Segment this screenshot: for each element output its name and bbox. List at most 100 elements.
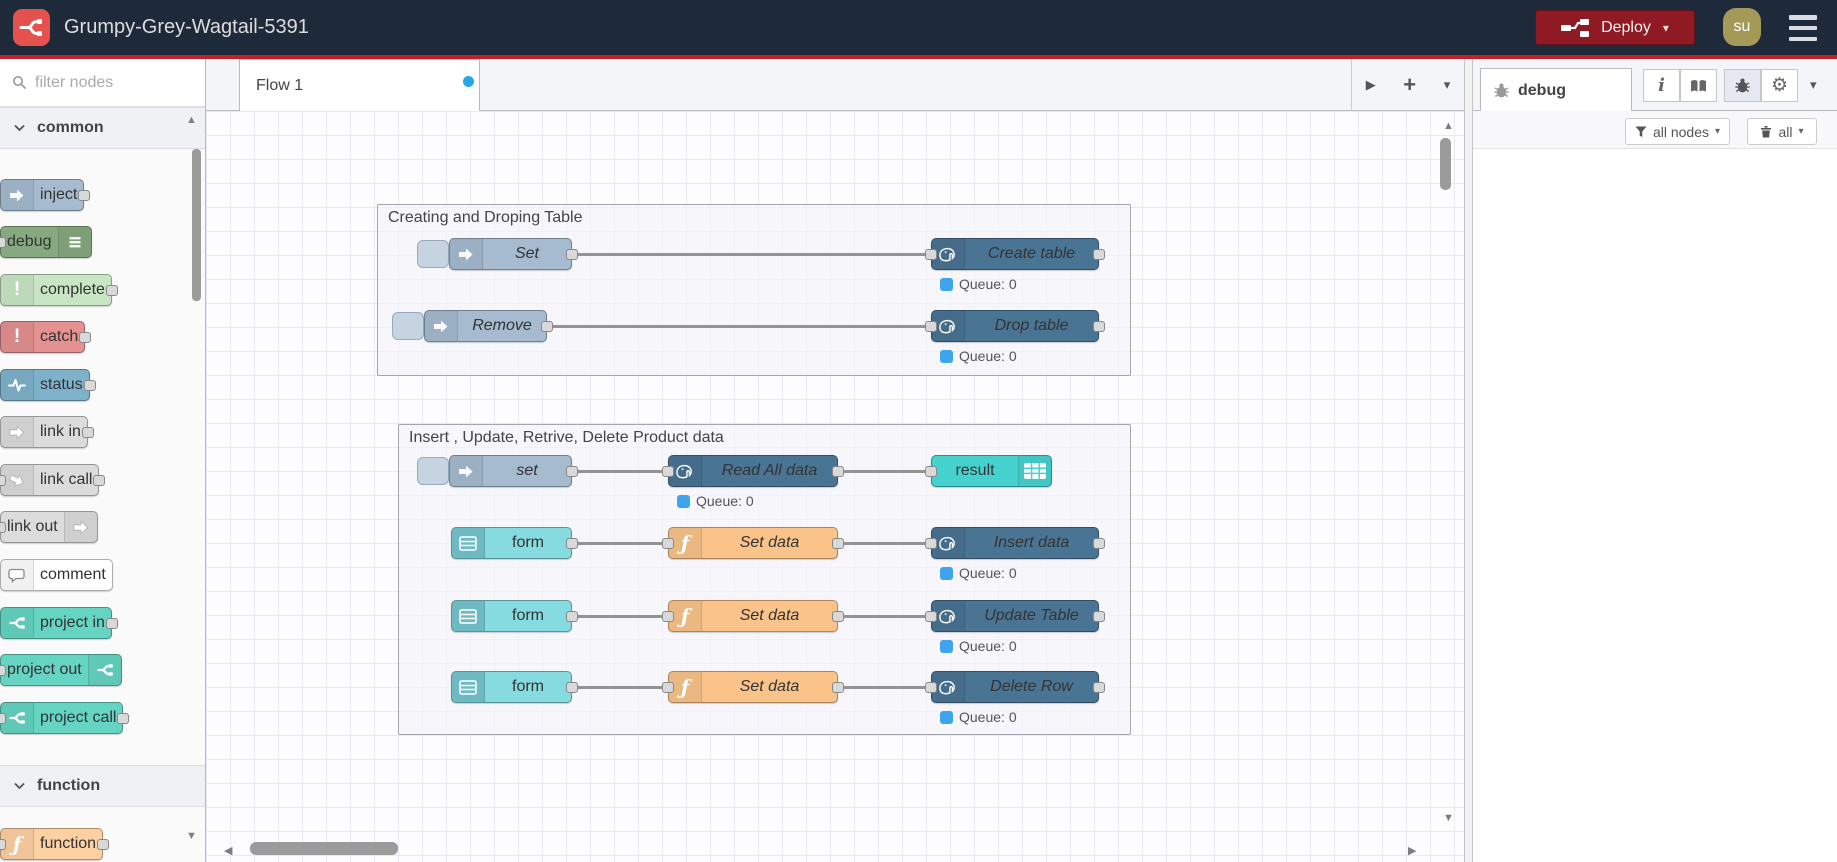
node-inject-set-lower[interactable]: set — [449, 455, 578, 487]
input-port[interactable] — [0, 237, 6, 248]
input-port[interactable] — [925, 611, 937, 622]
input-port[interactable] — [662, 466, 674, 477]
output-port[interactable] — [78, 190, 91, 201]
debug-filter-button[interactable]: all nodes ▾ — [1625, 118, 1730, 145]
palette-node-link-out[interactable]: link out — [0, 511, 98, 543]
main-menu-icon[interactable] — [1789, 15, 1819, 41]
node-postgres-create-table[interactable]: Create table — [925, 238, 1105, 270]
palette-node-link-call[interactable]: link call — [0, 464, 106, 496]
config-tab-button[interactable]: ⚙ — [1761, 69, 1798, 102]
input-port[interactable] — [0, 475, 6, 486]
palette-node-comment[interactable]: comment — [0, 559, 113, 591]
palette-node-project-in[interactable]: project in — [0, 607, 118, 639]
palette-node-link-in[interactable]: link in — [0, 416, 94, 448]
output-port[interactable] — [832, 682, 844, 693]
output-port[interactable] — [83, 380, 96, 391]
canvas-vscrollbar-thumb[interactable] — [1440, 138, 1451, 190]
output-port[interactable] — [93, 475, 106, 486]
info-tab-button[interactable]: i — [1643, 69, 1680, 102]
node-postgres-read-all[interactable]: Read All data — [662, 455, 844, 487]
inject-trigger-button[interactable] — [417, 457, 449, 485]
palette-node-status[interactable]: status — [0, 369, 96, 401]
input-port[interactable] — [0, 713, 6, 724]
wire[interactable] — [826, 614, 941, 618]
palette-node-project-out[interactable]: project out — [0, 654, 122, 686]
palette-scroll-up-icon[interactable]: ▲ — [186, 114, 197, 126]
output-port[interactable] — [832, 538, 844, 549]
canvas-scroll-right-icon[interactable]: ▶ — [1408, 845, 1417, 857]
node-function-set-data[interactable]: ƒ Set data — [662, 600, 844, 632]
palette-node-inject[interactable]: inject — [0, 179, 91, 211]
inject-trigger-button[interactable] — [392, 312, 424, 340]
palette-filter-input[interactable] — [35, 73, 185, 92]
input-port[interactable] — [662, 538, 674, 549]
wire[interactable] — [531, 324, 941, 328]
palette-scroll-down-icon[interactable]: ▼ — [186, 830, 197, 842]
tab-scroll-right-icon[interactable]: ▶ — [1365, 77, 1376, 92]
node-inject-remove[interactable]: Remove — [424, 310, 553, 342]
wire[interactable] — [558, 541, 681, 545]
canvas-scroll-down-icon[interactable]: ▼ — [1443, 812, 1454, 824]
node-inject-set[interactable]: Set — [449, 238, 578, 270]
input-port[interactable] — [925, 321, 937, 332]
user-avatar[interactable]: su — [1723, 8, 1761, 46]
output-port[interactable] — [81, 427, 94, 438]
output-port[interactable] — [1093, 611, 1105, 622]
wire[interactable] — [556, 469, 681, 473]
node-function-set-data[interactable]: ƒ Set data — [662, 527, 844, 559]
output-port[interactable] — [1093, 538, 1105, 549]
sidebar-menu-caret-icon[interactable]: ▾ — [1810, 77, 1817, 92]
wire[interactable] — [556, 252, 941, 256]
flow-list-caret-icon[interactable]: ▾ — [1443, 77, 1451, 92]
inject-trigger-button[interactable] — [417, 240, 449, 268]
output-port[interactable] — [832, 611, 844, 622]
wire[interactable] — [558, 614, 681, 618]
node-postgres-drop-table[interactable]: Drop table — [925, 310, 1105, 342]
output-port[interactable] — [566, 249, 578, 260]
add-flow-button[interactable]: + — [1403, 72, 1417, 97]
palette-node-project-call[interactable]: project call — [0, 702, 130, 734]
canvas-hscrollbar-thumb[interactable] — [250, 842, 398, 855]
palette-scrollbar-thumb[interactable] — [192, 149, 201, 301]
node-postgres-insert[interactable]: Insert data — [925, 527, 1105, 559]
node-ui-table-result[interactable]: result — [925, 455, 1052, 487]
flow-tab[interactable]: Flow 1 — [239, 59, 480, 111]
help-tab-button[interactable] — [1680, 69, 1717, 102]
input-port[interactable] — [662, 682, 674, 693]
deploy-caret-icon[interactable]: ▾ — [1662, 20, 1669, 35]
wire[interactable] — [826, 541, 941, 545]
debug-tab-button[interactable] — [1724, 69, 1761, 102]
canvas-scroll-up-icon[interactable]: ▲ — [1443, 120, 1454, 132]
output-port[interactable] — [566, 682, 578, 693]
input-port[interactable] — [925, 682, 937, 693]
palette-node-complete[interactable]: ! complete — [0, 274, 118, 306]
output-port[interactable] — [566, 538, 578, 549]
output-port[interactable] — [105, 618, 118, 629]
node-ui-form[interactable]: form — [451, 671, 578, 703]
node-postgres-delete[interactable]: Delete Row — [925, 671, 1105, 703]
group-creating-dropping[interactable]: Creating and Droping Table — [377, 204, 1131, 376]
debug-clear-button[interactable]: all ▾ — [1747, 118, 1817, 145]
output-port[interactable] — [566, 466, 578, 477]
sidebar-resize-handle[interactable] — [1464, 59, 1473, 862]
wire[interactable] — [826, 685, 941, 689]
palette-category-function[interactable]: function — [0, 765, 205, 807]
output-port[interactable] — [541, 321, 553, 332]
input-port[interactable] — [0, 522, 6, 533]
node-function-set-data[interactable]: ƒ Set data — [662, 671, 844, 703]
palette-node-debug[interactable]: debug — [0, 226, 92, 258]
palette-search[interactable] — [0, 59, 205, 107]
output-port[interactable] — [566, 611, 578, 622]
output-port[interactable] — [832, 466, 844, 477]
output-port[interactable] — [79, 332, 92, 343]
input-port[interactable] — [662, 611, 674, 622]
node-postgres-update[interactable]: Update Table — [925, 600, 1105, 632]
wire[interactable] — [558, 685, 681, 689]
palette-category-common[interactable]: common — [0, 107, 205, 149]
palette-node-function[interactable]: ƒ function — [0, 828, 110, 860]
input-port[interactable] — [925, 538, 937, 549]
input-port[interactable] — [925, 466, 937, 477]
output-port[interactable] — [117, 713, 130, 724]
output-port[interactable] — [1093, 249, 1105, 260]
input-port[interactable] — [925, 249, 937, 260]
